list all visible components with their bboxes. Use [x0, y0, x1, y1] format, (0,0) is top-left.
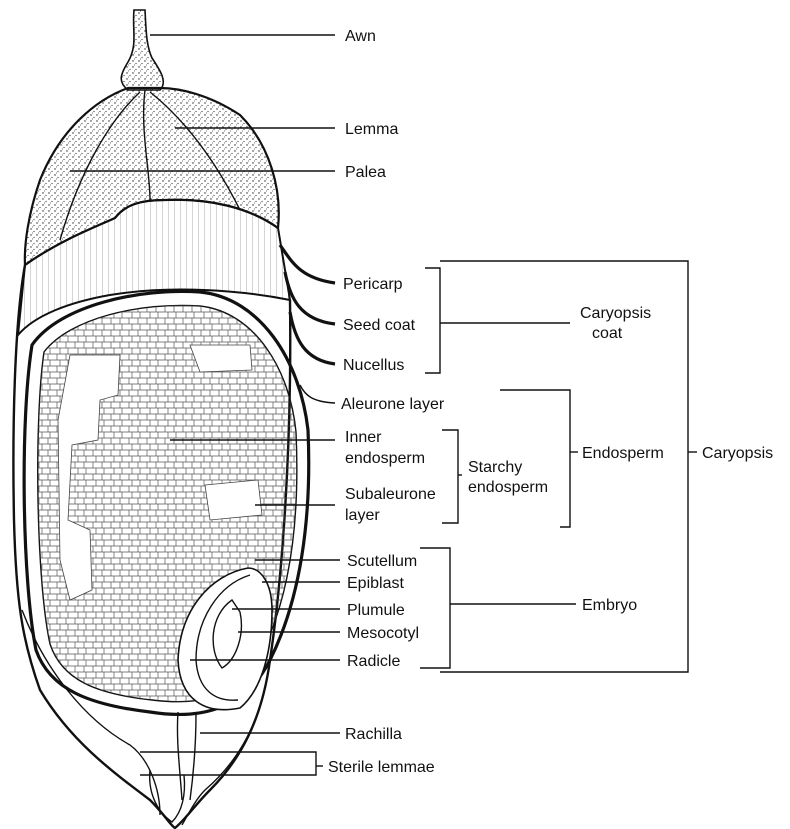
- labels: Awn Lemma Palea Pericarp Seed coat Nucel…: [328, 28, 773, 776]
- grain-illustration: [13, 10, 308, 828]
- label-nucellus: Nucellus: [343, 357, 404, 374]
- label-inner-endosperm-line1: Inner: [345, 429, 382, 446]
- label-caryopsis-coat-line2: coat: [592, 325, 623, 342]
- label-starchy-endosperm-line1: Starchy: [468, 459, 522, 476]
- rachilla-stalk: [177, 712, 182, 800]
- label-epiblast: Epiblast: [347, 575, 404, 592]
- sterile-lemma-shape: [150, 770, 185, 822]
- label-rachilla: Rachilla: [345, 726, 402, 743]
- label-pericarp: Pericarp: [343, 276, 403, 293]
- label-scutellum: Scutellum: [347, 553, 417, 570]
- rachilla-stalk: [190, 714, 196, 800]
- clear-area: [190, 345, 252, 372]
- label-caryopsis-coat-line1: Caryopsis: [580, 305, 651, 322]
- label-embryo: Embryo: [582, 597, 637, 614]
- label-subaleurone-line1: Subaleurone: [345, 486, 436, 503]
- label-inner-endosperm-line2: endosperm: [345, 450, 425, 467]
- label-caryopsis: Caryopsis: [702, 445, 773, 462]
- label-palea: Palea: [345, 164, 386, 181]
- label-aleurone-layer: Aleurone layer: [341, 396, 445, 413]
- label-subaleurone-line2: layer: [345, 507, 380, 524]
- label-plumule: Plumule: [347, 602, 405, 619]
- label-mesocotyl: Mesocotyl: [347, 625, 419, 642]
- label-endosperm: Endosperm: [582, 445, 664, 462]
- label-sterile-lemmae: Sterile lemmae: [328, 759, 435, 776]
- awn-shape: [121, 10, 163, 90]
- label-radicle: Radicle: [347, 653, 400, 670]
- clear-area: [205, 480, 262, 520]
- label-lemma: Lemma: [345, 121, 398, 138]
- label-awn: Awn: [345, 28, 376, 45]
- label-starchy-endosperm-line2: endosperm: [468, 479, 548, 496]
- label-seed-coat: Seed coat: [343, 317, 416, 334]
